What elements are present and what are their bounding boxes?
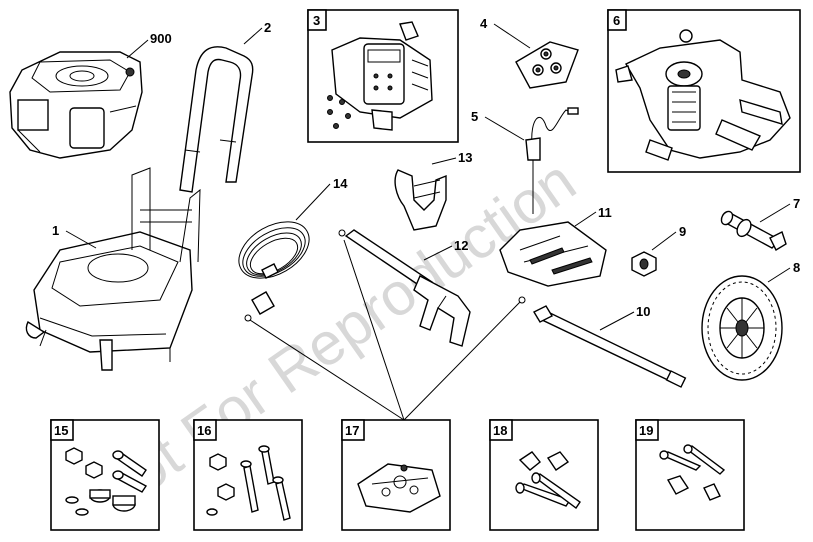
hardware-16-part	[206, 445, 291, 521]
control-panel-part	[327, 21, 433, 131]
lance-part	[518, 296, 687, 388]
label-14: 14	[333, 176, 348, 191]
label-11: 11	[598, 205, 612, 220]
base-frame-part	[25, 167, 201, 371]
label-3: 3	[313, 13, 320, 28]
label-2: 2	[264, 20, 271, 35]
leader-2	[243, 27, 263, 45]
nut-part	[631, 251, 657, 277]
label-900: 900	[150, 31, 172, 46]
leader-1	[65, 230, 97, 249]
fittings-bag-part	[515, 41, 579, 89]
label-10: 10	[636, 304, 650, 319]
label-6: 6	[613, 13, 620, 28]
leader-8	[767, 267, 791, 283]
label-1: 1	[52, 223, 59, 238]
leader-7	[759, 203, 791, 223]
engine-part	[9, 51, 143, 159]
label-12: 12	[454, 238, 468, 253]
box-6-tag	[607, 9, 627, 31]
label-16: 16	[197, 423, 211, 438]
leader-14	[295, 183, 331, 221]
box-16-tag	[193, 419, 217, 441]
nozzle-bag-part	[499, 221, 607, 287]
box-3-tag	[307, 9, 327, 31]
connector-lines	[249, 239, 521, 421]
hardware-18-part	[515, 451, 581, 510]
label-9: 9	[679, 224, 686, 239]
chemical-tube-part	[525, 107, 579, 214]
hardware-15-part	[65, 447, 148, 516]
leader-5	[484, 116, 525, 141]
leader-9	[651, 231, 677, 251]
label-5: 5	[471, 109, 478, 124]
leader-900	[126, 39, 149, 59]
leader-11	[574, 211, 597, 227]
hardware-19-part	[659, 444, 726, 501]
pump-part	[615, 29, 791, 161]
label-18: 18	[493, 423, 507, 438]
box-19-tag	[635, 419, 659, 441]
label-8: 8	[793, 260, 800, 275]
holder-part	[394, 169, 447, 231]
axle-part	[720, 210, 787, 251]
wheel-part	[701, 275, 783, 381]
leader-4	[493, 23, 531, 49]
label-19: 19	[639, 423, 653, 438]
handle-part	[179, 46, 254, 193]
leader-12	[423, 245, 453, 261]
label-13: 13	[458, 150, 472, 165]
hose-part	[238, 221, 310, 322]
box-18-tag	[489, 419, 513, 441]
label-15: 15	[54, 423, 68, 438]
label-4: 4	[480, 16, 488, 31]
box-15-tag	[50, 419, 74, 441]
oring-kit-part	[357, 463, 441, 513]
box-17-tag	[341, 419, 365, 441]
leader-13	[431, 157, 457, 165]
label-7: 7	[793, 196, 800, 211]
label-17: 17	[345, 423, 359, 438]
leader-10	[599, 311, 635, 331]
spray-gun-part	[338, 229, 471, 347]
